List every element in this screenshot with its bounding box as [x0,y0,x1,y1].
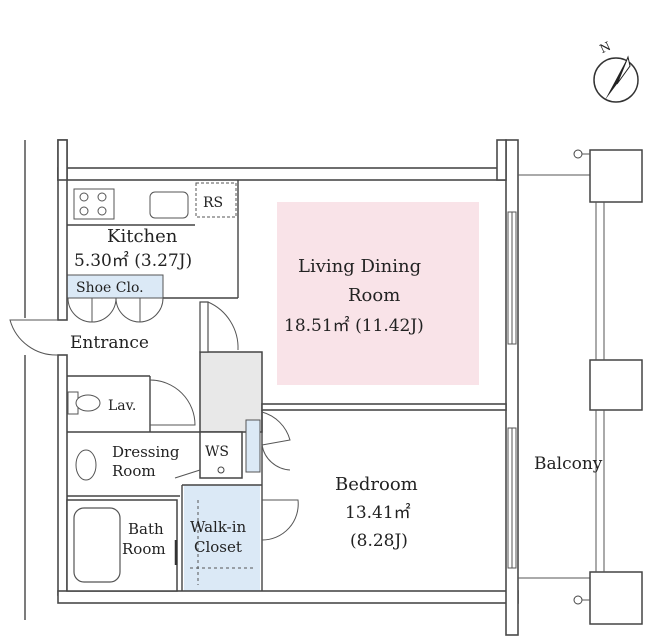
bath-name-line1: Bath [128,520,164,538]
walk-in-closet-highlight [184,485,260,591]
walkin-name-line1: Walk-in [190,518,247,536]
balcony-drain-top [573,149,583,159]
top-wall-stub-left [57,139,68,181]
dressing-name-line1: Dressing [112,443,180,461]
dressing-name-line2: Room [112,462,156,480]
burner-icon-2 [97,192,107,202]
dressing-door-swing [174,469,201,479]
bottom-wall [57,590,519,604]
toilet-bowl-icon [75,394,101,412]
bedroom-top-wall [261,403,507,411]
compass: N [593,39,639,103]
washbasin-icon [75,449,97,481]
ws-label: WS [205,444,229,460]
walls [24,139,519,636]
bedroom-name: Bedroom [335,474,418,495]
balcony-pillar-bottom [589,571,643,625]
balcony-pillar-middle [589,359,643,411]
bathtub-icon [73,507,121,583]
rs-label: RS [203,195,223,211]
kitchen-area: 5.30㎡ (3.27J) [74,251,192,271]
room-labels: RS Kitchen 5.30㎡ (3.27J) Shoe Clo. Entra… [70,195,603,558]
shoe-closet-door-3 [115,297,141,323]
burner-icon-4 [97,206,107,216]
balcony-drain-bottom [573,595,583,605]
shoe-closet-door-4 [139,297,164,323]
bath-name-line2: Room [122,540,166,558]
sink-icon [149,191,189,219]
living-area: 18.51㎡ (11.42J) [284,316,424,336]
living-name-line1: Living Dining [298,256,421,277]
living-room-highlight [277,202,479,385]
entrance-label: Entrance [70,333,149,353]
compass-needle-tail [616,55,631,85]
lav-label: Lav. [108,398,136,414]
walkin-door-swing [261,499,299,541]
balcony-structure [518,149,643,625]
compass-needle-icon [605,57,628,100]
shoe-closet-door-1 [67,297,93,323]
ws-drain-icon [217,466,225,474]
compass-label: N [597,39,612,56]
balcony-pillar-top [589,149,643,203]
column-upper [199,301,209,353]
doors [9,297,299,541]
kitchen-fixtures [67,182,237,226]
lavatory-fixtures [67,391,101,481]
living-name-line2: Room [348,285,400,306]
balcony-label: Balcony [534,454,603,474]
shoe-closet-door-2 [91,297,117,323]
top-wall-stub-right [496,139,507,181]
stove-icon [73,188,115,220]
bedroom-door-swing [261,411,291,471]
lav-door-swing [149,379,196,426]
shoe-closet-label: Shoe Clo. [76,280,144,296]
entrance-door-swing [9,319,59,356]
left-wall-bottom [57,354,68,596]
burner-icon-1 [79,192,89,202]
top-wall [57,167,507,181]
living-door-swing [207,301,239,352]
windows [507,211,517,569]
bedroom-door-frame [245,419,261,473]
bedroom-area-line1: 13.41㎡ [345,503,411,523]
walkin-name-line2: Closet [194,538,242,556]
kitchen-name: Kitchen [107,226,178,247]
interior-walls [66,180,507,592]
bedroom-area-line2: (8.28J) [350,531,408,551]
burner-icon-3 [79,206,89,216]
refrigerator-space [195,182,237,218]
